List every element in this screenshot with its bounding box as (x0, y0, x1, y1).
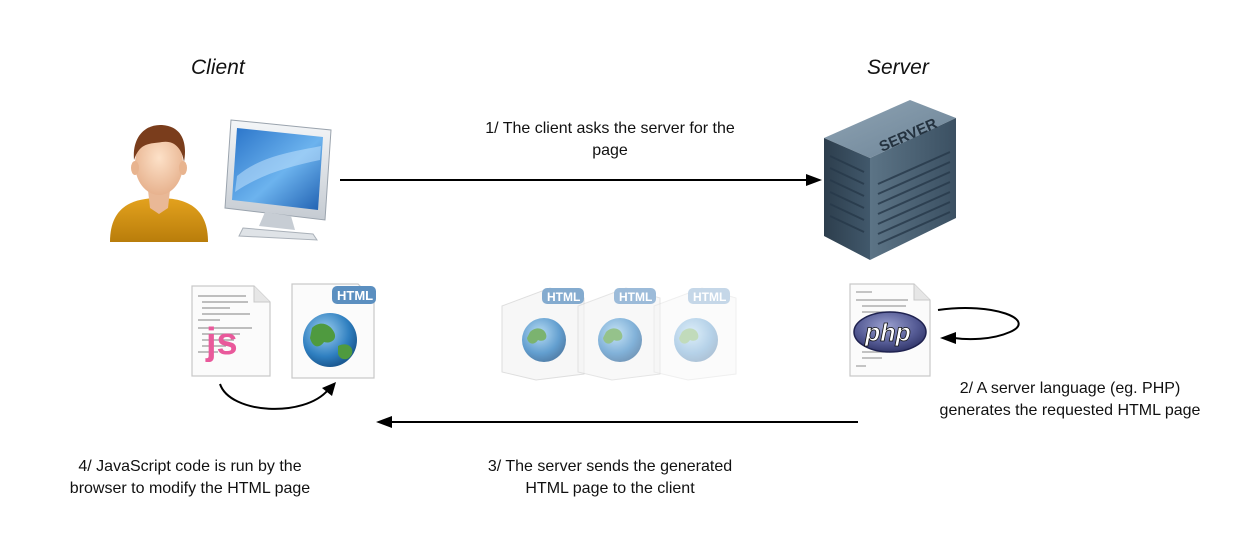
server-tower-icon: SERVER (824, 100, 956, 260)
client-html-badge: HTML (337, 288, 373, 303)
step-2-line-1: 2/ A server language (eg. PHP) (959, 380, 1181, 397)
server-heading: Server (867, 56, 929, 79)
html-pages-in-transit: HTML HTML HTML (501, 287, 737, 381)
step-2-caption: 2/ A server language (eg. PHP) generates… (900, 378, 1240, 422)
transit-html-badge-2: HTML (619, 290, 652, 304)
client-html-file-icon: HTML (291, 283, 376, 379)
js-badge: JS (205, 321, 238, 363)
computer-monitor-icon (224, 119, 332, 241)
step-3-line-2: HTML page to the client (525, 480, 695, 497)
transit-html-badge-3: HTML (693, 290, 726, 304)
step-1-line-2: page (592, 142, 628, 159)
step-2-line-2: generates the requested HTML page (939, 402, 1201, 419)
step-4-line-1: 4/ JavaScript code is run by the (78, 458, 302, 475)
html-page-1: HTML (501, 287, 585, 381)
step-4-line-2: browser to modify the HTML page (69, 480, 311, 497)
html-page-3: HTML (653, 287, 737, 381)
php-badge: php (864, 319, 911, 347)
step-1-line-1: 1/ The client asks the server for the (485, 120, 735, 137)
php-generate-loop-arrow (937, 307, 1020, 344)
php-file-icon: php (849, 283, 931, 377)
client-heading: Client (191, 56, 245, 79)
step-3-caption: 3/ The server sends the generated HTML p… (440, 456, 780, 500)
transit-html-badge-1: HTML (547, 290, 580, 304)
request-arrow (340, 174, 822, 186)
js-modify-arrow (219, 382, 336, 410)
response-arrow (376, 416, 858, 428)
javascript-file-icon: JS (191, 285, 271, 377)
html-page-2: HTML (577, 287, 661, 381)
step-4-caption: 4/ JavaScript code is run by the browser… (30, 456, 350, 500)
step-1-caption: 1/ The client asks the server for the pa… (440, 118, 780, 162)
step-3-line-1: 3/ The server sends the generated (487, 458, 733, 475)
user-icon (110, 124, 208, 242)
